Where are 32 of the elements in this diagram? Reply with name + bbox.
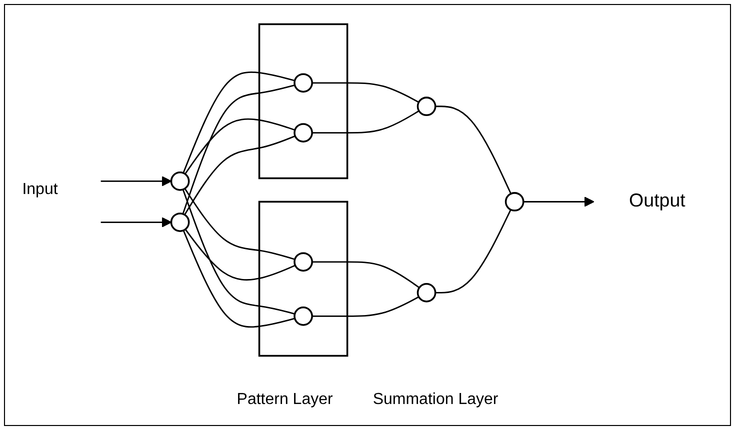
connector [312,296,420,317]
connector [182,189,295,315]
node-circle [416,96,436,116]
connector [435,106,512,194]
arrow [100,217,172,228]
connector [184,135,296,216]
layer-label: Summation Layer [372,391,498,409]
node-circle [170,172,190,191]
node-circle [416,283,436,302]
connector [312,261,420,288]
connector [182,71,295,174]
connector [184,118,296,174]
connector [184,188,296,260]
cluster [258,23,348,180]
connector [312,82,420,103]
connector [184,228,296,281]
node-circle [294,73,313,93]
layer-label: Pattern Layer [236,391,333,409]
connector [182,230,295,328]
connector [182,84,295,214]
node-circle [170,212,190,232]
node-circle [294,306,313,326]
node-circle [294,123,313,142]
arrow [100,176,172,186]
input-label: Input [22,181,58,199]
connector [312,110,420,134]
cluster [258,200,348,357]
node-circle [294,252,313,272]
connector [435,209,512,294]
node-circle [504,192,524,212]
arrow [523,196,594,207]
node-text: Output [629,191,686,212]
